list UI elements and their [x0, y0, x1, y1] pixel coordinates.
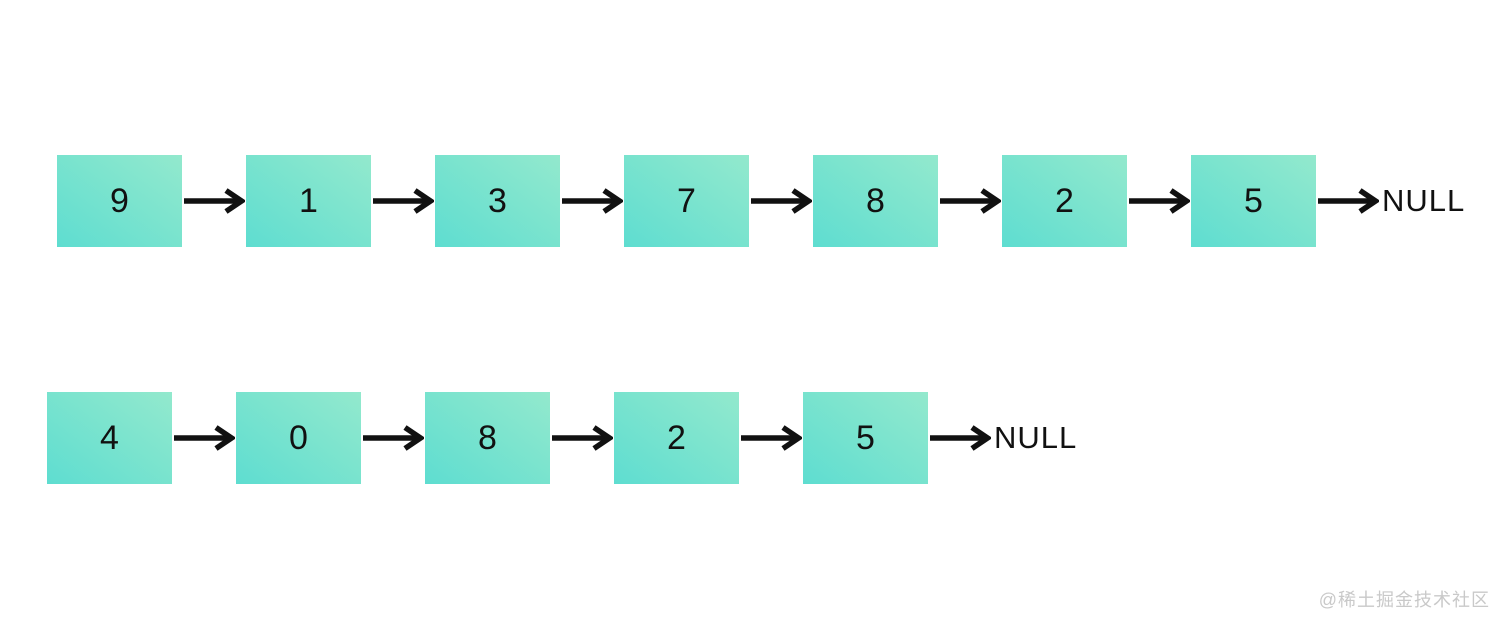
- list-node: 8: [425, 392, 550, 484]
- arrow-icon: [361, 425, 425, 451]
- list-node: 5: [1191, 155, 1316, 247]
- null-terminator: NULL: [994, 420, 1078, 455]
- list-node: 2: [1002, 155, 1127, 247]
- list-node: 4: [47, 392, 172, 484]
- arrow-icon: [371, 188, 435, 214]
- arrow-icon: [938, 188, 1002, 214]
- list-node: 7: [624, 155, 749, 247]
- list-node: 8: [813, 155, 938, 247]
- list-node: 1: [246, 155, 371, 247]
- list-node: 9: [57, 155, 182, 247]
- list-node: 0: [236, 392, 361, 484]
- arrow-icon: [172, 425, 236, 451]
- arrow-icon: [749, 188, 813, 214]
- list-node: 5: [803, 392, 928, 484]
- arrow-icon: [1127, 188, 1191, 214]
- arrow-icon: [1316, 188, 1380, 214]
- list-node: 2: [614, 392, 739, 484]
- list-node: 3: [435, 155, 560, 247]
- arrow-icon: [739, 425, 803, 451]
- arrow-icon: [550, 425, 614, 451]
- arrow-icon: [928, 425, 992, 451]
- null-terminator: NULL: [1382, 183, 1466, 218]
- arrow-icon: [182, 188, 246, 214]
- arrow-icon: [560, 188, 624, 214]
- watermark: @稀土掘金技术社区: [1318, 590, 1490, 610]
